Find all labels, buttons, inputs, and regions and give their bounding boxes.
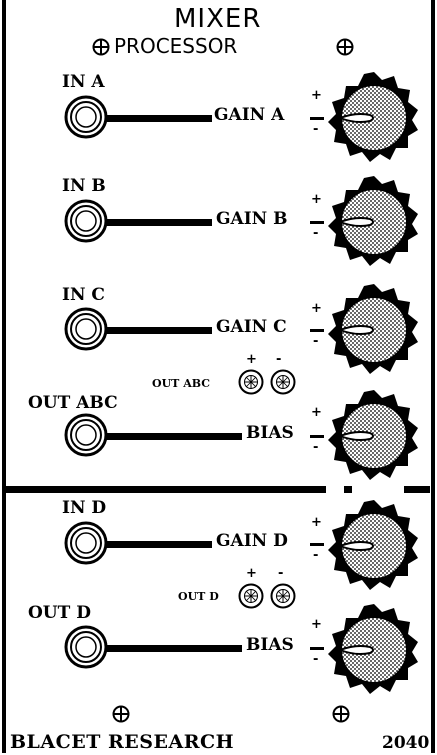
led-icon: [270, 369, 296, 395]
plus-sign: +: [311, 192, 322, 207]
minus-sign: -: [276, 352, 282, 367]
out-d-label: OUT D: [28, 603, 91, 623]
in-b-label: IN B: [62, 176, 106, 196]
led-icon: [238, 583, 264, 609]
in-c-label: IN C: [62, 285, 105, 305]
in-a-jack[interactable]: [64, 95, 108, 139]
section-divider: [6, 486, 430, 493]
module-title: MIXER: [174, 4, 262, 34]
minus-sign: -: [313, 440, 319, 455]
patch-line: [106, 433, 242, 440]
out-abc-led-label: OUT ABC: [152, 377, 210, 390]
plus-sign: +: [311, 617, 322, 632]
module-subtitle: PROCESSOR: [114, 34, 238, 58]
patch-line: [106, 219, 212, 226]
minus-sign: -: [278, 566, 284, 581]
in-c-jack[interactable]: [64, 307, 108, 351]
out-abc-label: OUT ABC: [28, 393, 118, 413]
scale-tick: [310, 647, 324, 650]
scale-tick: [310, 329, 324, 332]
in-d-label: IN D: [62, 498, 107, 518]
scale-tick: [310, 435, 324, 438]
brand-label: BLACET RESEARCH: [10, 731, 235, 753]
plus-sign: +: [246, 352, 257, 367]
gain-c-knob[interactable]: [324, 278, 424, 378]
minus-sign: -: [313, 548, 319, 563]
screw-icon: [332, 705, 350, 723]
gain-c-label: GAIN C: [216, 317, 287, 337]
scale-tick: [310, 221, 324, 224]
patch-line: [106, 541, 212, 548]
led-icon: [238, 369, 264, 395]
plus-sign: +: [246, 566, 257, 581]
bias-abc-label: BIAS: [246, 423, 294, 443]
patch-line: [106, 645, 242, 652]
screw-icon: [336, 38, 354, 56]
in-d-jack[interactable]: [64, 521, 108, 565]
led-icon: [270, 583, 296, 609]
screw-icon: [112, 705, 130, 723]
minus-sign: -: [313, 652, 319, 667]
gain-d-knob[interactable]: [324, 494, 424, 594]
patch-line: [106, 115, 212, 122]
patch-line: [106, 327, 212, 334]
gain-d-label: GAIN D: [216, 531, 288, 551]
gain-b-label: GAIN B: [216, 209, 288, 229]
scale-tick: [310, 543, 324, 546]
plus-sign: +: [311, 515, 322, 530]
plus-sign: +: [311, 301, 322, 316]
gain-b-knob[interactable]: [324, 170, 424, 270]
plus-sign: +: [311, 405, 322, 420]
minus-sign: -: [313, 226, 319, 241]
minus-sign: -: [313, 334, 319, 349]
model-number: 2040: [382, 733, 430, 753]
screw-icon: [92, 38, 110, 56]
gain-a-label: GAIN A: [214, 105, 285, 125]
bias-abc-knob[interactable]: [324, 384, 424, 484]
minus-sign: -: [313, 122, 319, 137]
in-a-label: IN A: [62, 72, 105, 92]
bias-d-label: BIAS: [246, 635, 294, 655]
out-d-led-label: OUT D: [178, 590, 219, 603]
in-b-jack[interactable]: [64, 199, 108, 243]
bias-d-knob[interactable]: [324, 598, 424, 698]
out-abc-jack[interactable]: [64, 413, 108, 457]
out-d-jack[interactable]: [64, 625, 108, 669]
plus-sign: +: [311, 88, 322, 103]
gain-a-knob[interactable]: [324, 66, 424, 166]
scale-tick: [310, 117, 324, 120]
